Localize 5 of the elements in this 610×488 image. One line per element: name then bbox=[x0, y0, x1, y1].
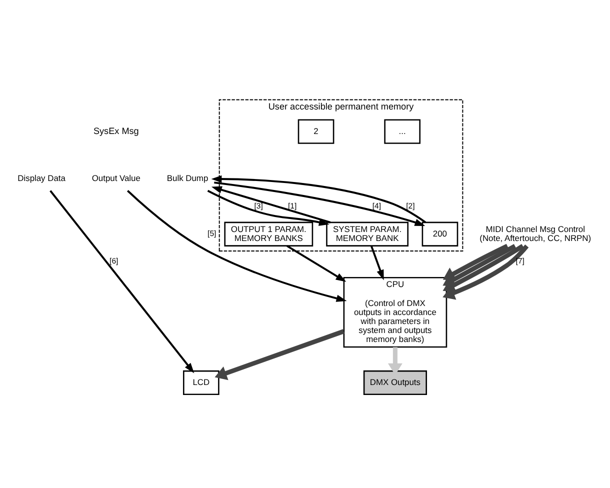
node-text: MIDI Channel Msg Control (Note, Aftertouch, CC, NRPN) bbox=[480, 223, 592, 242]
node-text: Display Data bbox=[18, 172, 66, 183]
node-text: Bulk Dump bbox=[166, 172, 208, 183]
label: SysEx Msg bbox=[93, 125, 139, 136]
node-text: Output Value bbox=[92, 172, 140, 183]
